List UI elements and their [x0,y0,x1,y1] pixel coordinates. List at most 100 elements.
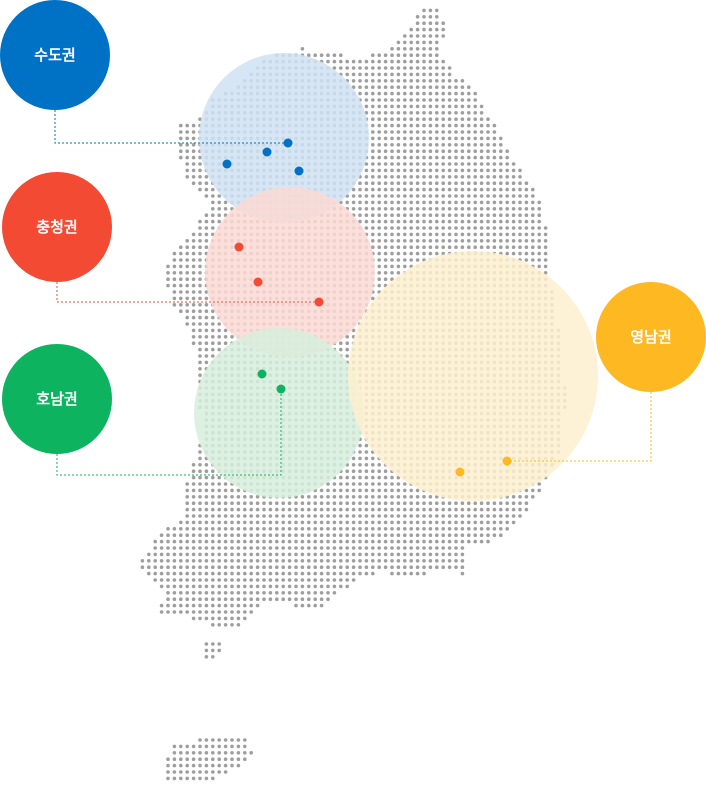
region-badge-sudogwon[interactable]: 수도권 [0,0,110,110]
map-dot [166,571,170,576]
map-dot [473,168,478,173]
map-dot [364,463,369,467]
map-dot [326,571,330,576]
map-dot [435,27,439,32]
region-markers [222,138,512,477]
map-dot [358,219,362,224]
office-marker-honam[interactable] [257,369,267,379]
map-dot [390,104,394,109]
map-dot [511,168,516,173]
map-dot [383,168,388,173]
map-dot [441,194,446,198]
map-dot [371,53,375,57]
office-marker-chungcheong[interactable] [234,242,244,252]
region-badge-honam[interactable]: 호남권 [2,344,112,454]
map-dot [473,143,478,147]
map-dot [460,533,465,537]
map-dot [428,111,433,115]
map-dot [428,53,433,57]
map-dot [435,14,439,19]
map-dot [339,507,343,512]
map-dot [543,239,548,243]
map-dot [473,175,478,179]
map-dot [211,533,215,537]
office-marker-honam[interactable] [276,384,286,394]
map-dot [211,309,215,314]
map-dot [351,514,356,518]
map-dot [454,239,458,243]
map-dot [185,303,189,307]
map-dot [486,168,490,173]
map-dot [518,207,522,211]
map-dot [511,187,516,192]
map-dot [179,763,183,768]
map-dot [166,763,170,768]
map-dot [191,239,196,243]
map-dot [358,66,362,70]
map-dot [185,757,189,761]
map-dot [249,520,253,525]
map-dot [543,258,548,262]
map-dot [441,501,446,506]
map-dot [217,501,221,506]
map-dot [287,552,292,557]
map-dot [211,495,215,499]
region-badge-yeongnam[interactable]: 영남권 [596,282,706,392]
office-marker-sudogwon[interactable] [294,166,304,176]
office-marker-chungcheong[interactable] [253,277,263,287]
map-dot [198,328,202,333]
office-marker-sudogwon[interactable] [222,159,232,169]
map-dot [492,162,497,166]
map-dot [166,603,170,608]
map-dot [172,559,177,563]
map-dot [435,117,439,121]
map-dot [492,123,497,128]
map-dot [236,507,241,512]
map-dot [383,271,388,275]
map-dot [383,149,388,153]
map-dot [217,341,221,346]
map-dot [339,488,343,493]
office-marker-chungcheong[interactable] [314,297,324,307]
map-dot [313,495,318,499]
map-dot [185,597,189,601]
map-dot [351,527,356,531]
map-dot [499,200,503,205]
map-dot [211,559,215,563]
map-dot [313,559,318,563]
map-dot [345,495,350,499]
map-dot [236,533,241,537]
office-marker-yeongnam[interactable] [455,467,465,477]
map-dot [396,53,401,57]
map-dot [255,578,260,582]
map-dot [390,533,394,537]
map-dot [211,648,215,653]
map-dot [364,443,369,448]
map-dot [345,565,350,569]
map-dot [479,111,484,115]
map-dot [428,232,433,237]
map-dot [319,571,324,576]
map-dot [319,507,324,512]
map-dot [454,117,458,121]
map-dot [422,245,426,249]
map-dot [223,738,228,742]
map-dot [428,123,433,128]
office-marker-sudogwon[interactable] [283,138,293,148]
map-dot [473,539,478,544]
office-marker-yeongnam[interactable] [502,456,512,466]
map-dot [511,495,516,499]
map-dot [531,200,535,205]
region-badge-chungcheong[interactable]: 충청권 [2,172,112,282]
map-dot [435,552,439,557]
map-dot [371,226,375,230]
map-dot [371,187,375,192]
map-dot [435,59,439,64]
map-dot [262,578,266,582]
map-dot [428,47,433,51]
office-marker-sudogwon[interactable] [262,147,272,157]
map-dot [281,591,286,595]
region-label: 충청권 [36,218,77,236]
map-dot [460,187,465,192]
map-dot [211,565,215,569]
